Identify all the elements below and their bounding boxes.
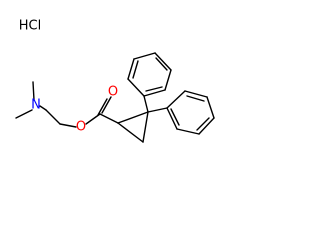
bond-o-ester-ch2 [59,123,77,128]
bond [133,52,156,60]
bond [176,128,200,135]
cyclopropane-ring [117,111,149,143]
aromatic-bond [170,108,180,126]
bond [154,52,172,71]
bond-ch2-n [39,105,47,111]
bond-n-methyl-up [32,81,35,101]
bond-ch2-ch2 [45,109,61,125]
aromatic-bond [186,95,205,102]
bond [206,96,215,119]
ester-group [15,81,119,128]
bond-carbonyl-double-a [97,98,108,116]
chemical-structure: HCl [15,19,215,143]
bond [143,89,166,97]
aromatic-bond [196,117,210,131]
bond [198,117,215,135]
bond [166,90,186,109]
atom-labels: O O N [31,85,118,135]
bond [166,107,178,130]
bond-c1-c2 [117,111,149,124]
bond-carbonyl-double-b [101,96,112,114]
bond [127,58,135,80]
hcl-label: HCl [19,19,41,34]
bond-n-methyl-down [15,109,33,119]
phenyl-ring-left [127,52,172,113]
bond-carbonyl-c-o-ester [85,113,101,125]
nitrogen-label: N [31,98,41,113]
bond-c2-c3 [142,111,149,143]
bond-c3-c1 [117,122,144,143]
bond [184,90,208,98]
oxygen-ester-label: O [76,120,86,135]
aromatic-bond [132,60,139,79]
oxygen-carbonyl-label: O [108,85,118,100]
bond-c2-phenyl-left [143,95,149,113]
bond [164,69,172,91]
aromatic-bond [145,86,163,92]
phenyl-ring-right [147,90,215,135]
aromatic-bond [155,57,168,71]
bond-c2-phenyl-right [147,107,168,113]
bond [127,78,145,97]
bond-c1-carbonyl-c [99,113,119,124]
